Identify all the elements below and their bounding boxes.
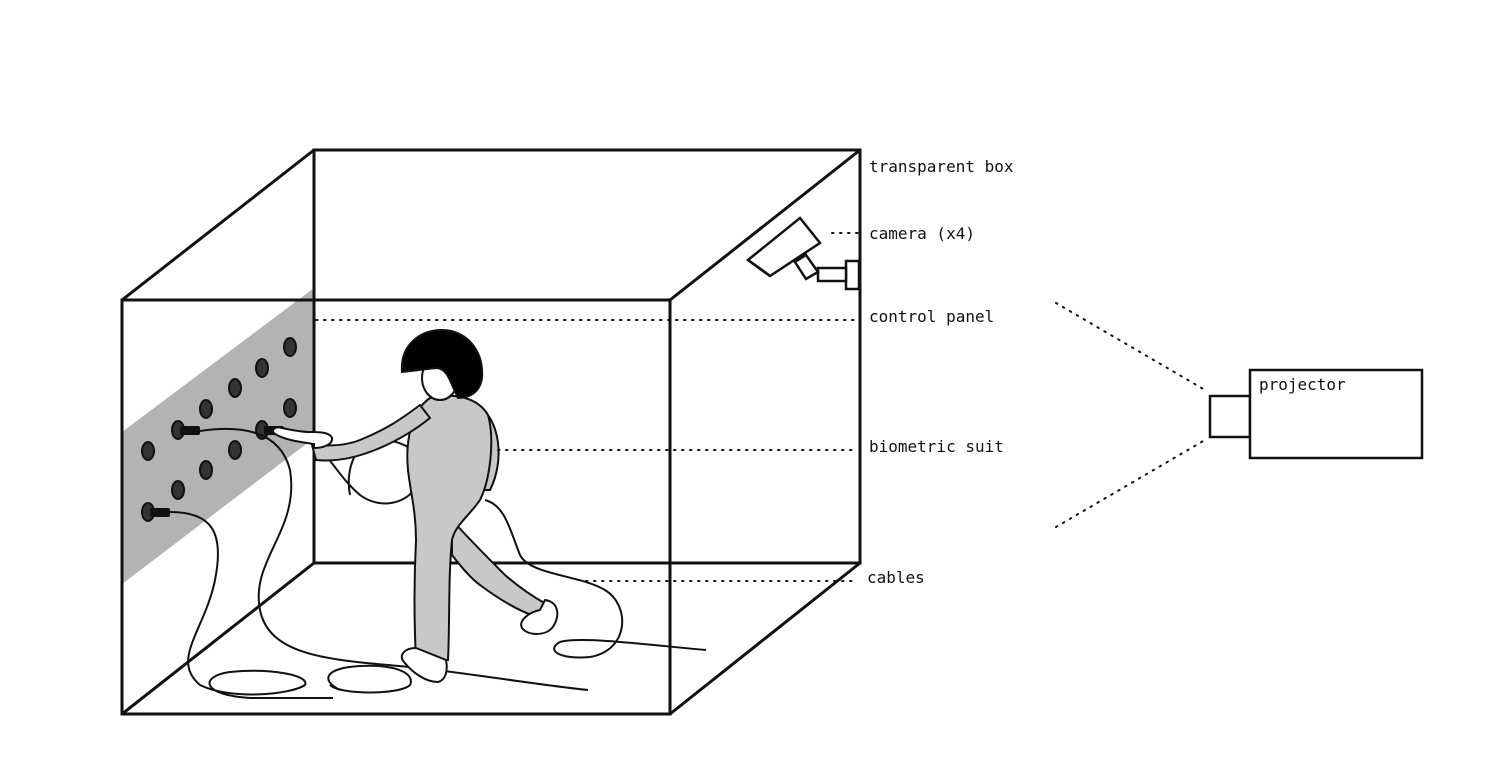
socket [283,398,297,418]
label-control-panel: control panel [869,307,994,326]
cable [199,427,589,691]
suit-body [406,394,493,661]
label-projector: projector [1259,375,1346,394]
camera-lens-hood [747,258,771,278]
camera-wall-mount [844,259,861,291]
socket [255,358,269,378]
projection-beam-lower [1055,439,1206,528]
label-cables: cables [867,568,925,587]
leader-lines [315,232,1206,582]
projector-body [1248,368,1424,460]
projector-icon [1208,368,1424,460]
panel-sockets [141,337,297,522]
cable [484,499,707,659]
socket [199,399,213,419]
person-in-biometric-suit [272,328,559,684]
socket [228,378,242,398]
suit-front-foot [400,646,448,684]
projection-beam-upper [1055,302,1206,391]
transparent-box [120,148,862,716]
suit-arm [310,403,432,462]
label-camera: camera (x4) [869,224,975,243]
cable [327,664,412,694]
camera-neck [793,253,820,281]
label-transparent-box: transparent box [869,157,1014,176]
suit-back-foot [520,598,559,635]
projector-lens [1208,394,1252,439]
socket [283,337,297,357]
cable [169,511,333,699]
box-back-face [312,148,862,565]
suit-back-leg [451,517,550,620]
cable-plug [180,426,200,435]
camera-arm [816,266,848,283]
box-edge [669,561,861,716]
socket [228,440,242,460]
label-biometric-suit: biometric suit [869,437,1004,456]
box-edge [121,148,315,302]
socket [199,460,213,480]
box-edge [669,148,861,302]
box-edge [121,561,315,716]
cable-plug [150,508,170,517]
hand [272,426,334,450]
hair [400,328,484,400]
camera-icon [745,216,861,291]
socket [141,441,155,461]
socket [171,480,185,500]
box-front-face [120,298,672,716]
